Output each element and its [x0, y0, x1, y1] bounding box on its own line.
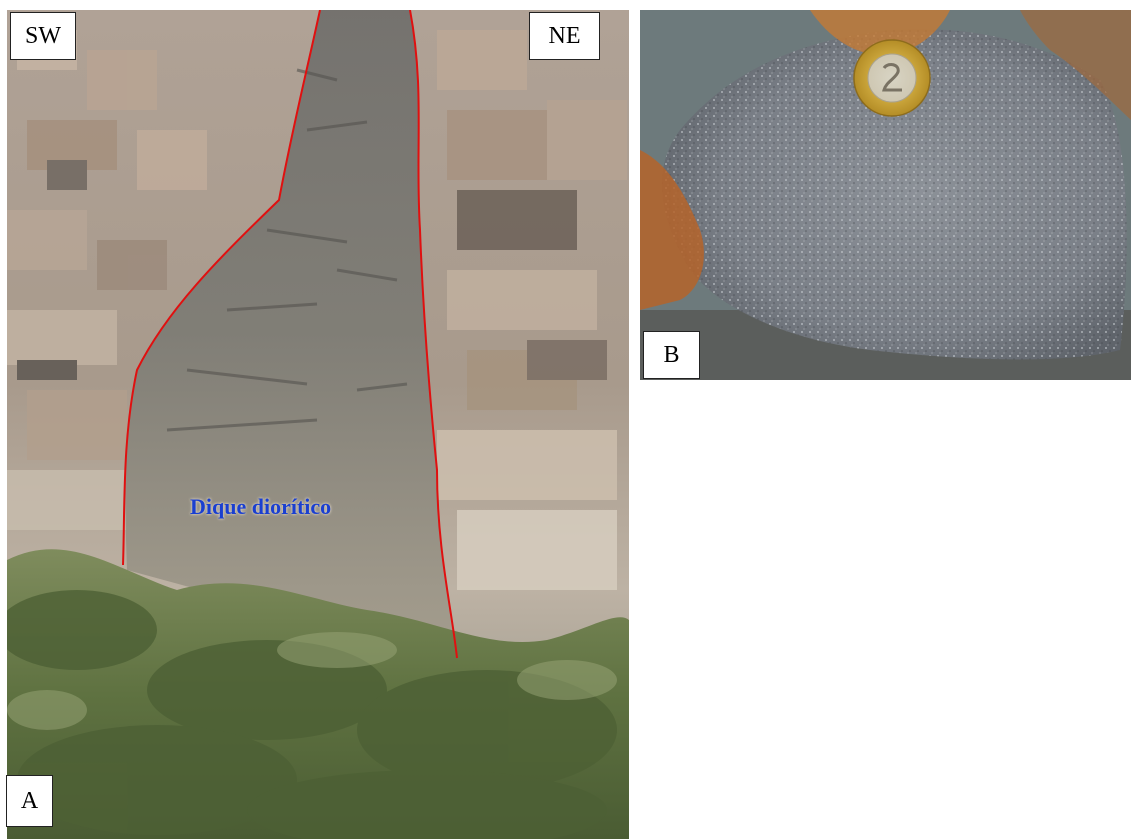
dyke-body: [125, 10, 457, 660]
dyke-contact-line-sw: [122, 10, 321, 566]
dyke-caption: Dique diorítico: [190, 494, 332, 519]
orientation-label-ne: NE: [529, 12, 600, 60]
outcrop-photo-panel: [7, 10, 629, 839]
orientation-label-sw: SW: [10, 12, 76, 60]
panel-label-a: A: [6, 775, 53, 827]
panel-label-b: B: [643, 331, 700, 379]
rock-ledges-right: [437, 30, 627, 590]
outcrop-photo: [7, 10, 629, 839]
dyke-contact-line-ne: [409, 10, 458, 659]
hand-specimen-photo: [640, 10, 1131, 380]
coin-scale: [853, 39, 931, 117]
weathered-rim: [640, 150, 704, 310]
hand-specimen-photo-panel: [640, 10, 1131, 380]
